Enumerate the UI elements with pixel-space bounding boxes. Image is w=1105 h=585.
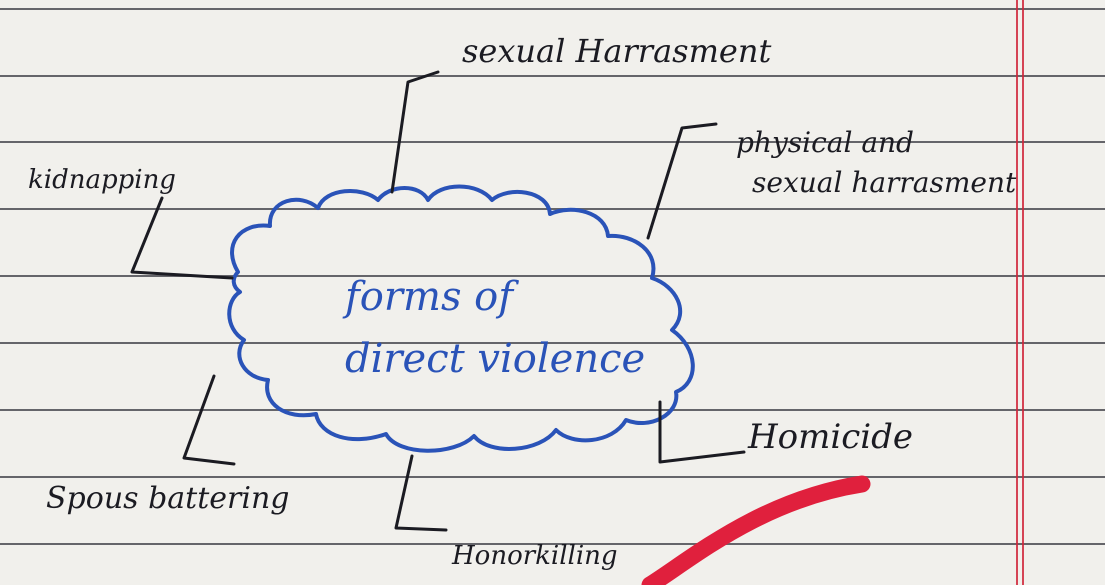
connector-top [390,70,440,194]
label-physical-and: physical and [736,126,914,159]
center-label-line2: direct violence [345,336,645,382]
label-homicide: Homicide [747,417,913,457]
label-spous-battering: Spous battering [46,481,290,516]
label-sexual-harrasment-2: sexual harrasment [752,166,1017,199]
ruled-line [0,275,1105,277]
connector-bottom [394,454,448,532]
ruled-line [0,409,1105,411]
red-pen-stroke [641,475,871,585]
label-kidnapping: kidnapping [28,165,176,195]
margin-line [1022,0,1024,585]
ruled-line [0,476,1105,478]
ruled-line [0,543,1105,545]
ruled-line [0,75,1105,77]
margin-line [1016,0,1018,585]
label-honorkilling: Honorkilling [451,541,618,571]
connector-bottom-left [182,374,236,466]
center-cloud [227,184,695,453]
ruled-line [0,141,1105,143]
connector-top-left [130,196,234,280]
ruled-line [0,8,1105,10]
connector-top-right [646,122,718,240]
label-sexual-harrasment: sexual Harrasment [462,32,771,70]
ruled-line [0,208,1105,210]
center-label-line1: forms of [342,274,519,320]
ruled-line [0,342,1105,344]
connector-bottom-right [658,400,746,464]
